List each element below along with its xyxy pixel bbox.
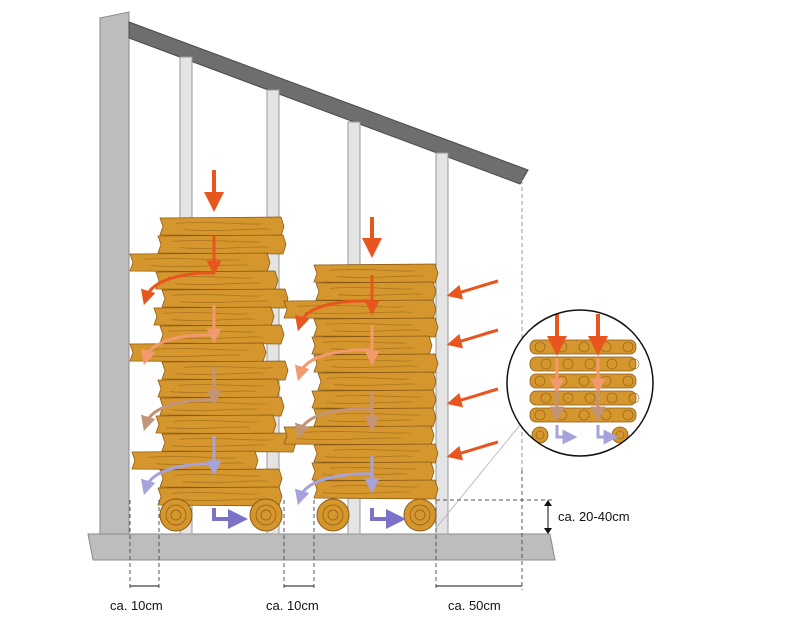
label-gap-left: ca. 10cm (110, 598, 163, 613)
split-log (155, 270, 279, 291)
split-log (313, 479, 439, 500)
ground-slab (87, 533, 556, 561)
dimensions: ca. 10cm ca. 10cm ca. 50cm ca. 20-40cm (110, 470, 630, 613)
round-log-support (316, 498, 350, 532)
back-wall (99, 11, 130, 535)
split-log (161, 360, 289, 381)
detail-inset (435, 309, 654, 529)
detail-pointer-line (435, 424, 521, 529)
woodpile-right (283, 263, 439, 500)
detail-log-row (529, 356, 640, 372)
label-gap-middle: ca. 10cm (266, 598, 319, 613)
flow-arrow-curved (140, 462, 215, 496)
split-log (313, 443, 439, 464)
detail-air-arrow (596, 425, 619, 445)
split-log (157, 234, 287, 255)
wind-arrows (446, 279, 499, 461)
split-log (313, 263, 439, 284)
split-log (315, 281, 437, 302)
wind-arrow (446, 279, 499, 300)
split-log (129, 252, 271, 273)
air-out-arrow (212, 508, 248, 529)
airflow-arrows (140, 170, 406, 529)
woodpile-left (129, 216, 297, 507)
flow-arrow-curved (140, 271, 215, 306)
post-4 (435, 152, 449, 535)
detail-log-row (529, 373, 637, 389)
split-log (313, 317, 439, 338)
split-log (161, 288, 289, 309)
split-log (283, 425, 435, 446)
split-log (317, 371, 437, 392)
flow-arrow-curved (140, 333, 215, 366)
base-logs (159, 498, 437, 532)
wind-arrow (446, 387, 499, 408)
split-log (283, 299, 437, 320)
wind-arrow (446, 328, 499, 349)
flow-arrow-curved (294, 299, 373, 332)
label-base-height: ca. 20-40cm (558, 509, 630, 524)
split-log (131, 450, 259, 471)
split-log (311, 389, 437, 410)
flow-arrow-curved (294, 407, 373, 440)
detail-round-log (531, 426, 549, 444)
flow-arrow-curved (294, 348, 373, 382)
air-out-arrow (370, 508, 406, 529)
detail-log-row (529, 390, 640, 406)
roof-beam (128, 21, 529, 185)
flow-arrow-curved (294, 472, 373, 506)
detail-air-arrow (555, 425, 578, 445)
wind-arrow (446, 440, 499, 461)
detail-circle-border (506, 309, 654, 457)
round-log-support (159, 498, 193, 532)
split-log (159, 216, 285, 237)
round-log-support (249, 498, 283, 532)
split-log (161, 432, 297, 453)
split-log (155, 414, 277, 435)
detail-log-row (529, 407, 637, 423)
detail-log-row (529, 339, 637, 355)
split-log (157, 378, 281, 399)
split-log (159, 468, 283, 489)
split-log (159, 396, 285, 417)
split-log (313, 353, 439, 374)
round-log-support (403, 498, 437, 532)
label-overhang: ca. 50cm (448, 598, 501, 613)
flow-arrow-curved (140, 398, 215, 432)
split-log (159, 324, 285, 345)
